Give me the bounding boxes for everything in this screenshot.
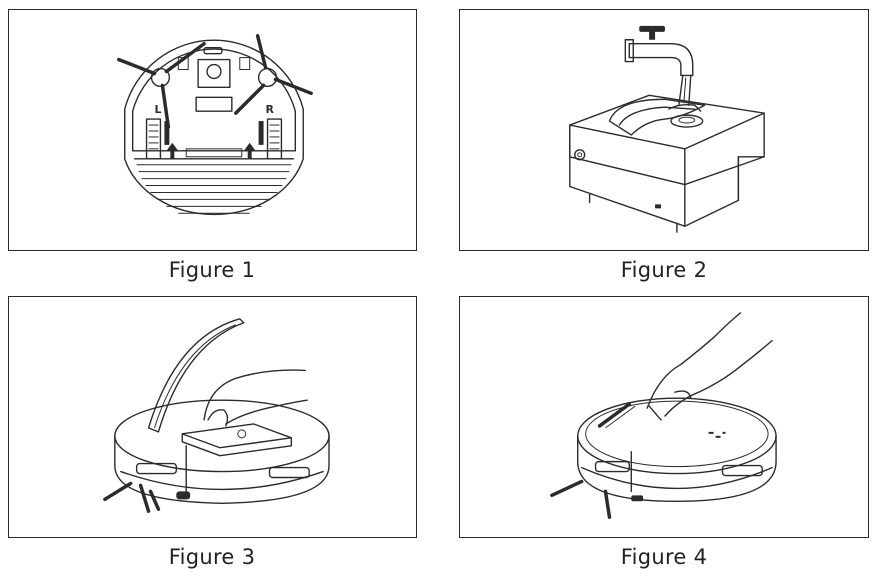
robot-underside-illustration: L R (117, 34, 313, 216)
figure-2-panel (459, 9, 869, 251)
figure-3-caption: Figure 3 (168, 545, 256, 569)
robot-lid-open-illustration (103, 318, 330, 513)
figure-3-panel (8, 296, 417, 538)
right-label: R (266, 103, 275, 116)
figure-4-panel (459, 296, 869, 538)
robot-press-button-illustration (550, 312, 777, 519)
left-label: L (154, 103, 161, 116)
figure-1-caption: Figure 1 (168, 258, 256, 282)
figure-1-panel: L R (8, 9, 417, 251)
water-tank-illustration (569, 25, 765, 233)
figure-4-caption: Figure 4 (620, 545, 708, 569)
figure-2-caption: Figure 2 (620, 258, 708, 282)
